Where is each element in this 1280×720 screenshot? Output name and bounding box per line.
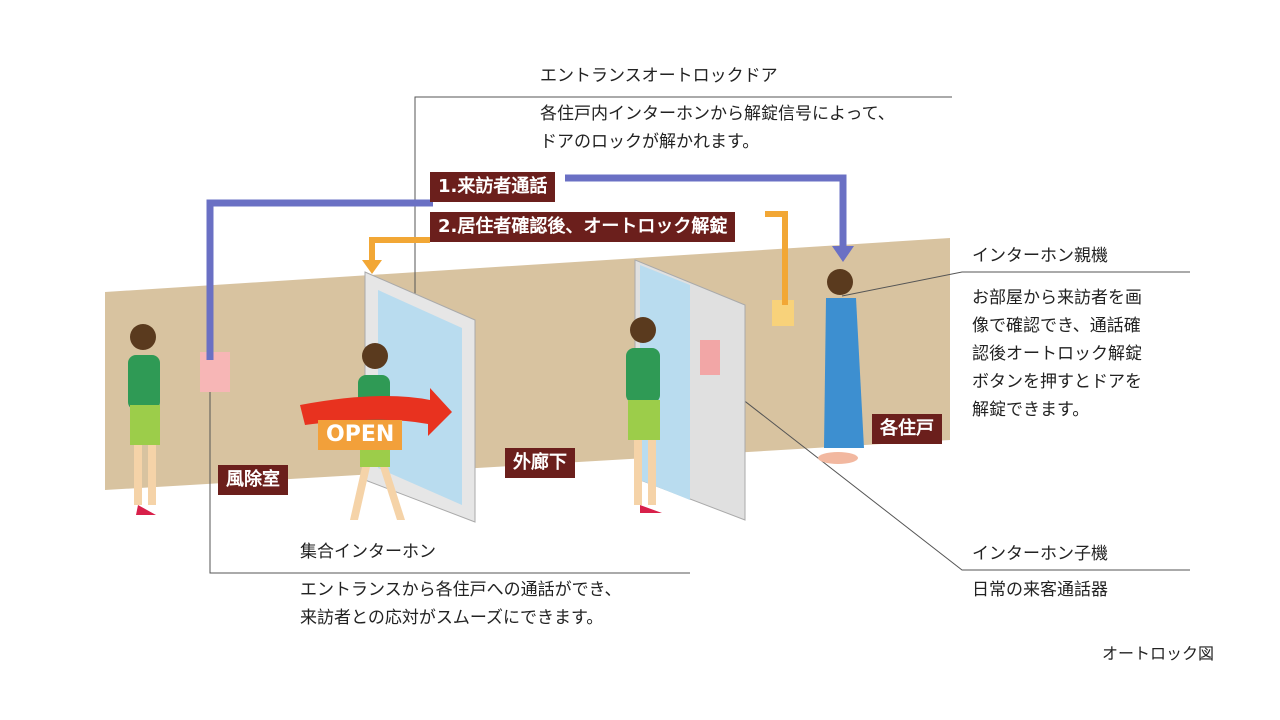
resident [818, 269, 864, 464]
figure-caption: オートロック図 [1102, 644, 1215, 663]
collective-intercom-title: 集合インターホン [300, 542, 436, 562]
corridor-label: 外廊下 [505, 448, 575, 478]
sub-intercom-title: インターホン子機 [972, 544, 1108, 564]
master-intercom-title: インターホン親機 [972, 246, 1108, 266]
collective-intercom-device [200, 352, 230, 392]
sub-intercom-device [700, 340, 720, 375]
collective-intercom-desc-1: エントランスから各住戸への通話ができ、 [300, 580, 622, 600]
entrance-door-title: エントランスオートロックドア [540, 62, 778, 90]
annotation-lines [209, 96, 1190, 574]
unlock-signal-line [369, 211, 788, 305]
entrance-door-desc-2: ドアのロックが解かれます。 [540, 132, 760, 152]
vestibule-label: 風除室 [218, 465, 288, 495]
visitor-left [128, 324, 160, 515]
entrance-door-title-text: エントランスオートロックドア [540, 66, 778, 86]
entrance-door-desc-1: 各住戸内インターホンから解錠信号によって、 [540, 104, 895, 124]
unlock-arrow-head [362, 260, 382, 274]
master-intercom-desc-1: お部屋から来訪者を画 [972, 288, 1142, 308]
master-intercom-desc-3: 認後オートロック解錠 [972, 344, 1142, 364]
entrance-door [364, 271, 476, 523]
visitor-unit [626, 317, 662, 513]
unit-label: 各住戸 [872, 414, 942, 444]
step1-label: 1.来訪者通話 [430, 172, 556, 202]
sub-intercom-desc: 日常の来客通話器 [972, 580, 1108, 600]
step2-label: 2.居住者確認後、オートロック解錠 [430, 212, 736, 242]
open-arrow [300, 388, 452, 436]
collective-intercom-desc-2: 来訪者との応対がスムーズにできます。 [300, 608, 604, 628]
master-intercom-device [772, 300, 794, 326]
call-arrow-head [832, 246, 854, 262]
master-intercom-desc-4: ボタンを押すとドアを [972, 372, 1142, 392]
call-signal-line [206, 174, 847, 360]
master-intercom-desc-2: 像で確認でき、通話確 [972, 316, 1141, 336]
master-intercom-desc-5: 解錠できます。 [972, 400, 1090, 420]
open-label: OPEN [318, 420, 403, 450]
